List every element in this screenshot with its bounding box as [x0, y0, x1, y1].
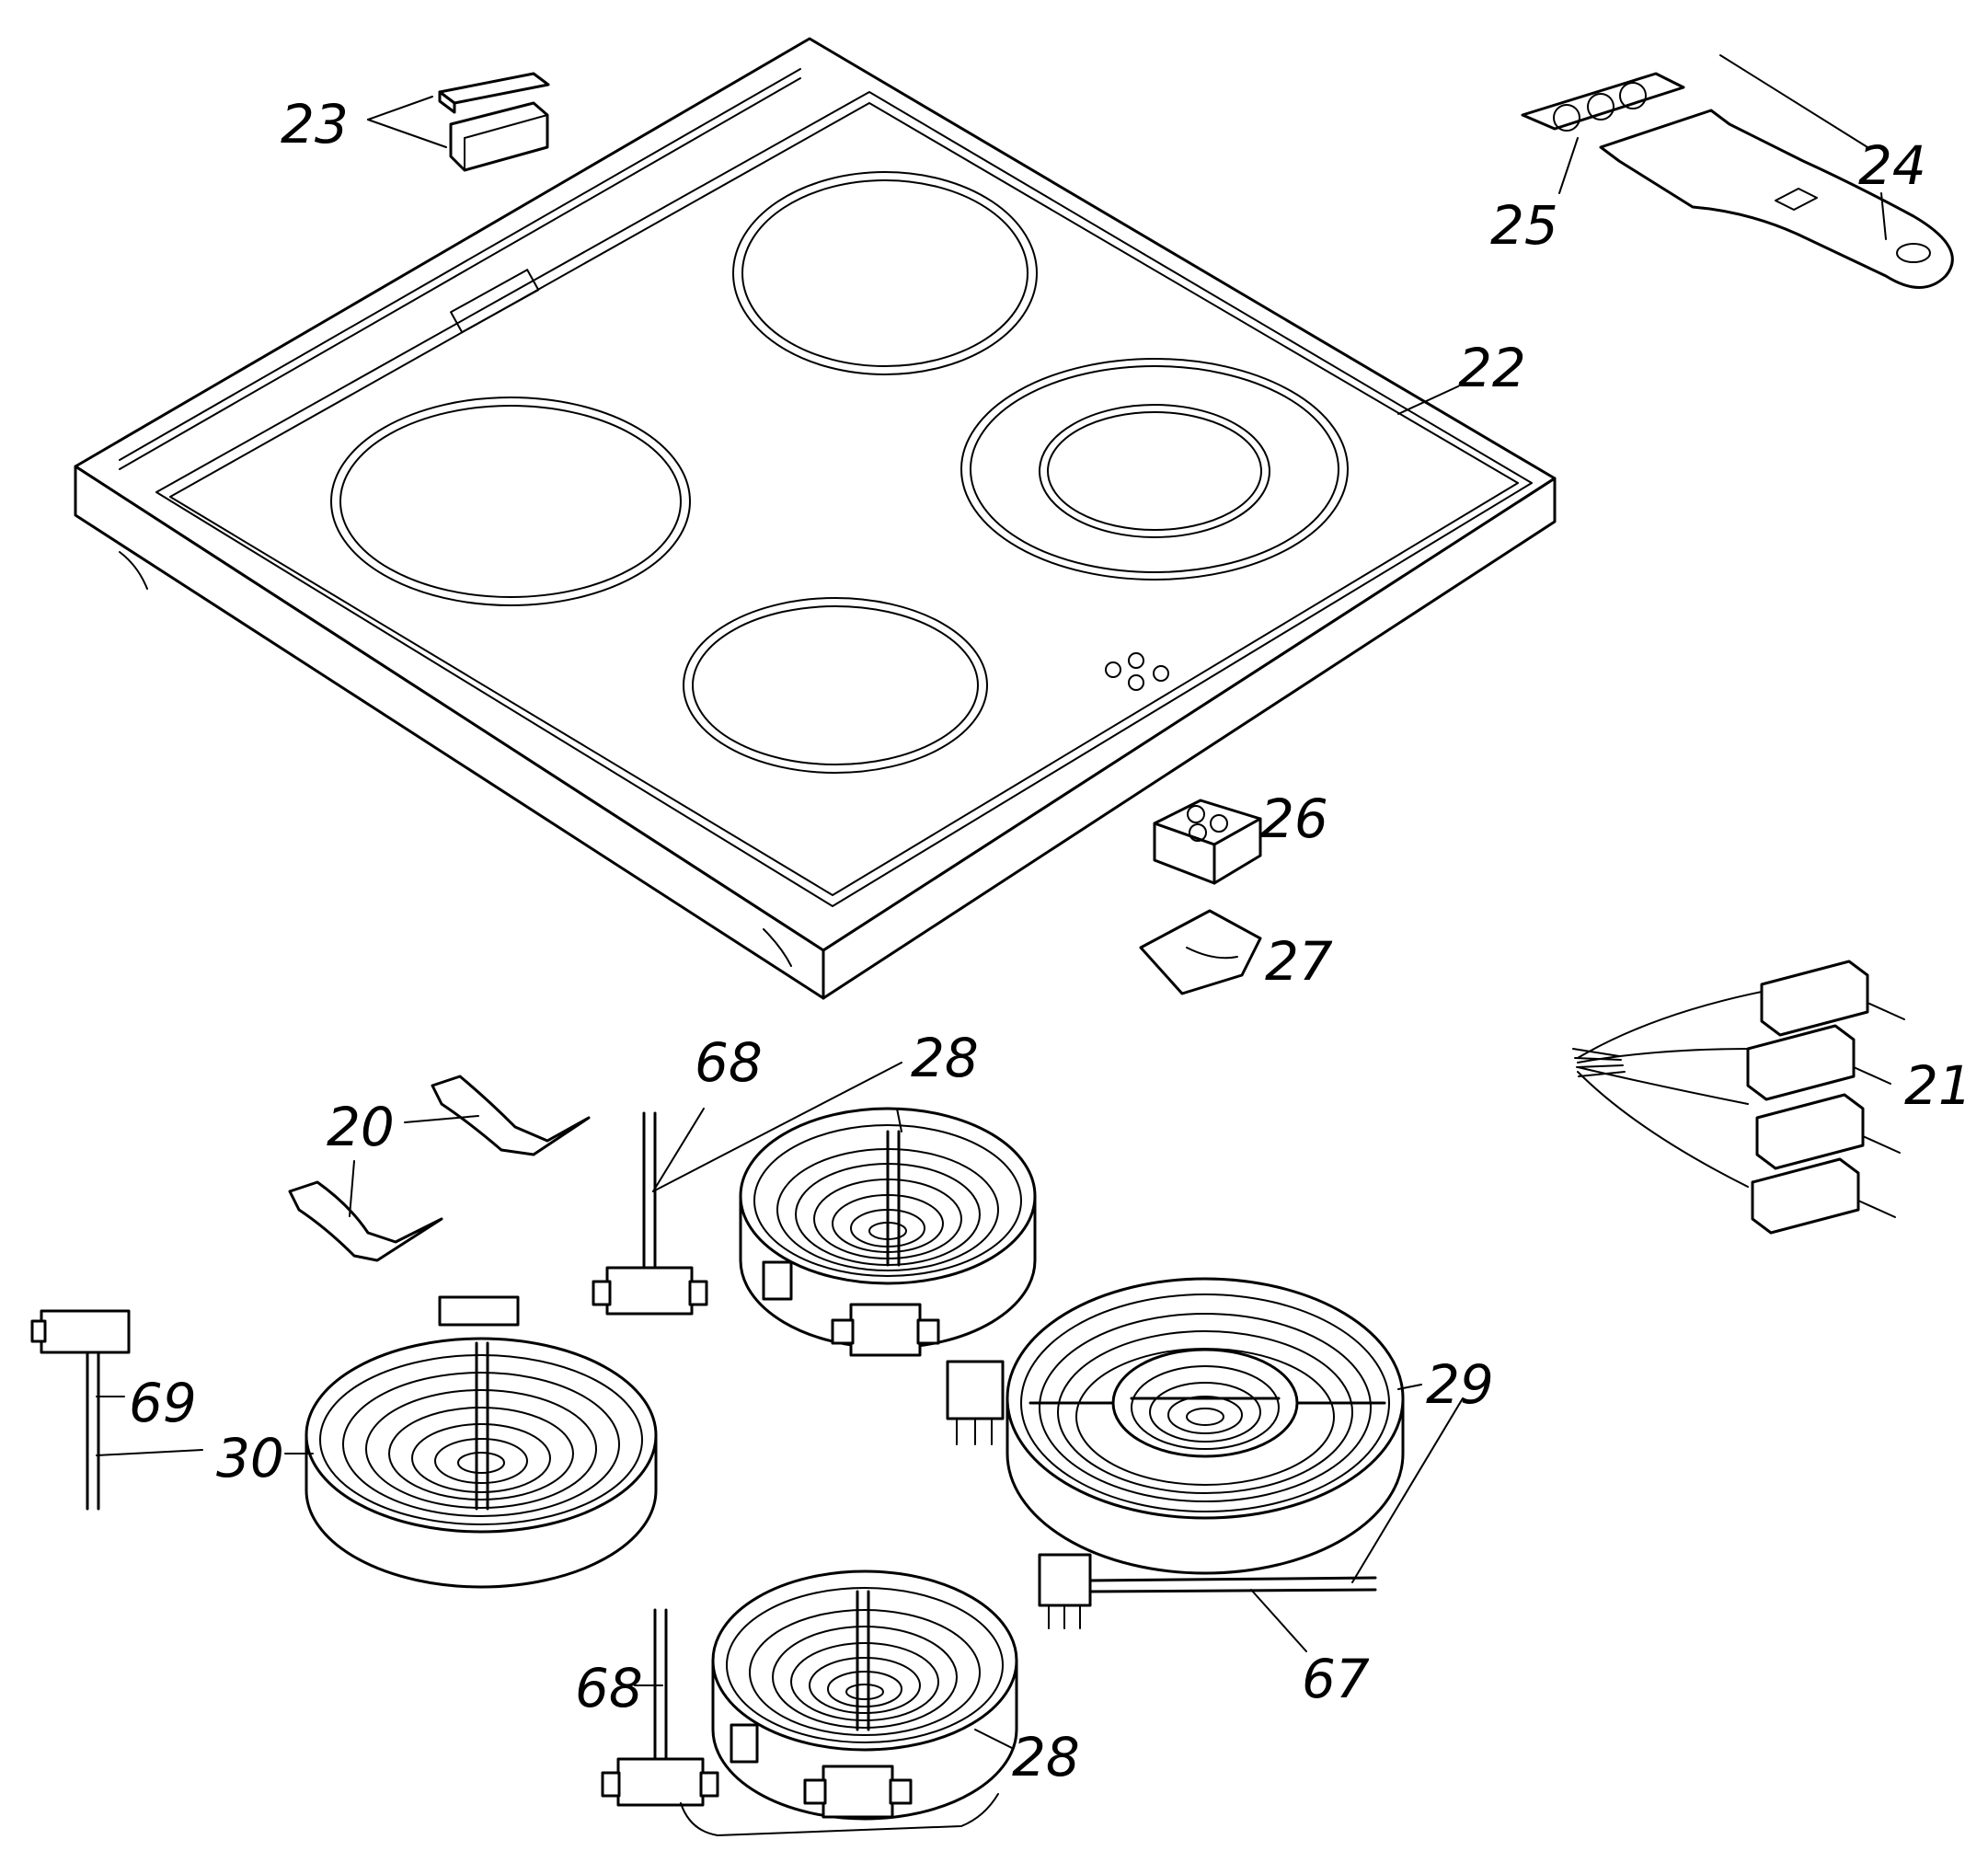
terminal-block-26	[1153, 799, 1262, 885]
clip-part-23	[438, 72, 550, 172]
cover-27	[1139, 909, 1262, 995]
label-21: 21	[1904, 1054, 1972, 1117]
heating-element-30	[305, 1295, 658, 1589]
leader-23	[367, 96, 433, 121]
label-28-bottom: 28	[1012, 1726, 1080, 1788]
label-26: 26	[1260, 788, 1328, 850]
label-23: 23	[281, 93, 349, 155]
label-25: 25	[1490, 194, 1558, 257]
leader-22	[1397, 385, 1459, 415]
leader-67	[1250, 1589, 1307, 1652]
sensor-68-bottom	[601, 1608, 719, 1807]
leader-20	[404, 1115, 479, 1123]
sensor-68-top	[592, 1111, 708, 1316]
label-69: 69	[129, 1372, 197, 1434]
label-68-top: 68	[695, 1031, 763, 1094]
switch-block-21	[1572, 960, 1905, 1235]
label-68-bottom: 68	[575, 1657, 643, 1719]
heating-element-28-top	[739, 1107, 1037, 1357]
heating-element-29	[946, 1277, 1405, 1575]
scraper-part-24	[1521, 72, 1954, 289]
wire-68-bottom	[680, 1793, 999, 1836]
leader-28-bottom	[974, 1729, 1013, 1749]
leader-29	[1397, 1384, 1422, 1390]
wire-67	[1038, 1553, 1377, 1629]
label-27: 27	[1265, 930, 1333, 993]
label-29: 29	[1426, 1353, 1494, 1416]
label-28-top: 28	[911, 1027, 979, 1089]
leader-28-top	[896, 1108, 902, 1132]
sensor-69	[30, 1309, 131, 1511]
bracket-20	[288, 1075, 591, 1262]
heating-element-28-bottom	[711, 1569, 1018, 1821]
leader-24	[1719, 54, 1868, 148]
label-30: 30	[216, 1427, 284, 1489]
label-24: 24	[1858, 134, 1926, 197]
label-67: 67	[1302, 1648, 1370, 1710]
leader-25	[1558, 137, 1579, 194]
cooktop-glass-panel	[74, 37, 1557, 1000]
label-20: 20	[327, 1096, 395, 1158]
leader-68-top	[652, 1108, 705, 1192]
label-22: 22	[1458, 337, 1526, 399]
